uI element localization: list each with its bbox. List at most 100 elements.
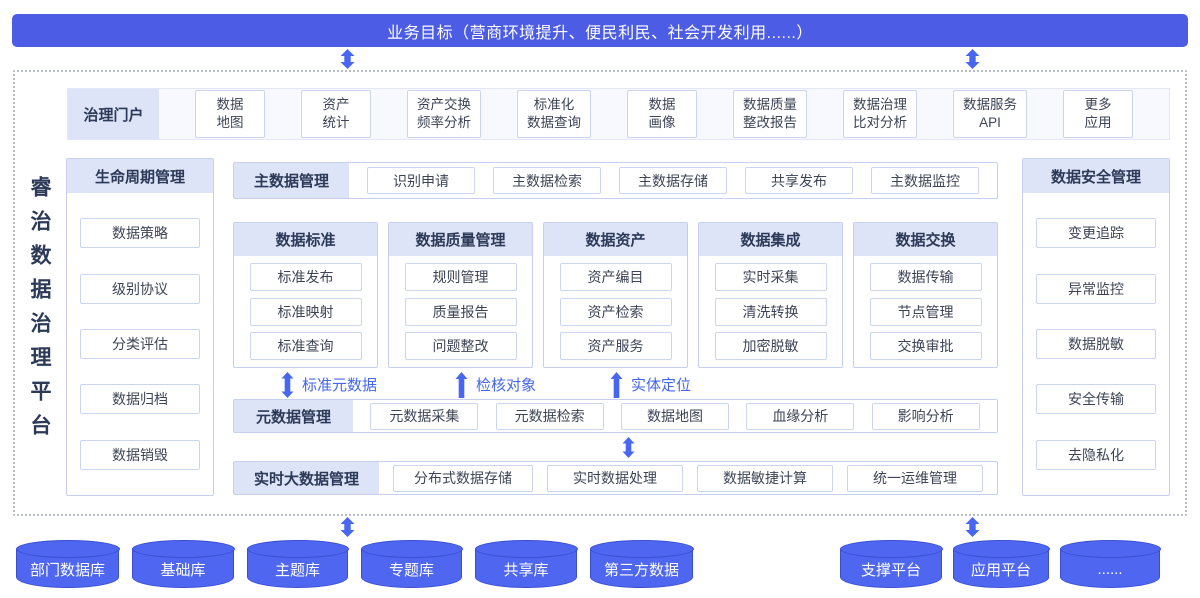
flow-standard-metadata: 标准元数据	[281, 371, 377, 398]
metadata-item: 元数据检索	[495, 402, 604, 430]
portal-row: 治理门户 数据 地图 资产 统计 资产交换 频率分析 标准化 数据查询 数据 画…	[67, 88, 1170, 140]
platform-group: 支撑平台 应用平台 ......	[839, 540, 1161, 588]
flow-label: 检核对象	[476, 377, 537, 394]
portal-item-exchange-freq: 资产交换 频率分析	[407, 90, 481, 138]
portal-item-compare-analysis: 数据治理 比对分析	[843, 90, 917, 138]
portal-item-service-api: 数据服务 API	[953, 90, 1027, 138]
data-quality-panel: 数据质量管理 规则管理 质量报告 问题整改	[388, 222, 533, 368]
portal-item-data-map: 数据 地图	[195, 90, 265, 138]
data-exchange-panel: 数据交换 数据传输 节点管理 交换审批	[853, 222, 998, 368]
datasource-cylinder: 基础库	[131, 540, 235, 588]
cylinder-label: 应用平台	[970, 561, 1031, 579]
data-integration-item: 清洗转换	[714, 297, 827, 326]
flow-entity-locate: 实体定位	[610, 371, 691, 398]
master-data-header: 主数据管理	[234, 163, 349, 198]
data-standard-item: 标准发布	[249, 262, 362, 291]
cylinder-label: 第三方数据	[603, 561, 679, 579]
portal-item-std-query: 标准化 数据查询	[517, 90, 591, 138]
master-data-item: 识别申请	[367, 167, 475, 194]
data-quality-item: 质量报告	[404, 297, 517, 326]
portal-item-data-profile: 数据 画像	[627, 90, 697, 138]
lifecycle-item: 级别协议	[80, 273, 200, 304]
data-asset-header: 数据资产	[544, 223, 687, 256]
cylinder-label: 主题库	[274, 561, 320, 579]
bigdata-item: 实时数据处理	[547, 464, 683, 492]
security-item: 安全传输	[1036, 384, 1156, 415]
double-arrow-icon	[965, 517, 980, 537]
flow-check-object: 检核对象	[455, 371, 536, 398]
up-arrow-icon	[455, 371, 468, 398]
lifecycle-item: 数据策略	[80, 218, 200, 249]
portal-items: 数据 地图 资产 统计 资产交换 频率分析 标准化 数据查询 数据 画像 数据质…	[159, 89, 1169, 139]
lifecycle-item: 分类评估	[80, 328, 200, 359]
data-quality-item: 问题整改	[404, 332, 517, 361]
bigdata-item: 统一运维管理	[847, 464, 983, 492]
metadata-item: 数据地图	[620, 402, 729, 430]
lifecycle-panel: 生命周期管理 数据策略 级别协议 分类评估 数据归档 数据销毁	[66, 158, 214, 496]
datasource-cylinder: 共享库	[474, 540, 578, 588]
double-arrow-icon	[340, 517, 355, 537]
platform-frame	[13, 70, 1187, 516]
portal-item-quality-report: 数据质量 整改报告	[733, 90, 807, 138]
data-standard-panel: 数据标准 标准发布 标准映射 标准查询	[233, 222, 378, 368]
lifecycle-item: 数据销毁	[80, 439, 200, 470]
cylinder-label: 共享库	[503, 561, 549, 579]
metadata-row: 元数据管理 元数据采集 元数据检索 数据地图 血缘分析 影响分析	[233, 399, 998, 433]
master-data-item: 主数据检索	[493, 167, 601, 194]
cylinder-label: 部门数据库	[29, 561, 105, 579]
data-exchange-item: 节点管理	[869, 297, 982, 326]
datasource-group: 部门数据库 基础库 主题库 专题库 共享库 第三方数据	[15, 540, 694, 588]
cylinder-label: 基础库	[160, 561, 206, 579]
platform-title: 睿治数据治理平台	[28, 176, 51, 448]
cylinder-label: ......	[1097, 560, 1123, 578]
data-exchange-item: 数据传输	[869, 262, 982, 291]
master-data-item: 主数据监控	[871, 167, 979, 194]
platform-cylinder: ......	[1059, 540, 1161, 588]
lifecycle-item: 数据归档	[80, 384, 200, 415]
security-item: 数据脱敏	[1036, 328, 1156, 359]
flow-label: 实体定位	[631, 377, 692, 394]
security-item: 去隐私化	[1036, 439, 1156, 470]
data-standard-header: 数据标准	[234, 223, 377, 256]
bigdata-row: 实时大数据管理 分布式数据存储 实时数据处理 数据敏捷计算 统一运维管理	[233, 461, 998, 495]
data-quality-item: 规则管理	[404, 262, 517, 291]
portal-item-more-apps: 更多 应用	[1063, 90, 1133, 138]
capability-columns: 数据标准 标准发布 标准映射 标准查询 数据质量管理 规则管理 质量报告 问题整…	[233, 222, 998, 368]
business-goal-banner: 业务目标（营商环境提升、便民利民、社会开发利用......）	[12, 14, 1188, 47]
flow-label: 标准元数据	[302, 377, 378, 394]
datasource-cylinder: 部门数据库	[15, 540, 120, 588]
security-item: 异常监控	[1036, 273, 1156, 304]
data-integration-item: 实时采集	[714, 262, 827, 291]
metadata-item: 血缘分析	[746, 402, 855, 430]
data-asset-item: 资产编目	[559, 262, 672, 291]
data-asset-item: 资产服务	[559, 332, 672, 361]
business-goal-text: 业务目标（营商环境提升、便民利民、社会开发利用......）	[387, 24, 813, 42]
metadata-header: 元数据管理	[234, 400, 353, 432]
bigdata-item: 数据敏捷计算	[697, 464, 833, 492]
cylinder-label: 专题库	[388, 561, 434, 579]
platform-cylinder: 应用平台	[952, 540, 1050, 588]
security-item: 变更追踪	[1036, 218, 1156, 249]
data-exchange-item: 交换审批	[869, 332, 982, 361]
data-integration-panel: 数据集成 实时采集 清洗转换 加密脱敏	[698, 222, 843, 368]
double-arrow-icon	[340, 49, 355, 69]
double-arrow-icon	[281, 371, 294, 398]
datasource-cylinder: 主题库	[246, 540, 349, 588]
metadata-item: 元数据采集	[370, 402, 479, 430]
data-standard-item: 标准映射	[249, 297, 362, 326]
data-exchange-header: 数据交换	[854, 223, 997, 256]
metadata-item: 影响分析	[871, 402, 980, 430]
data-integration-header: 数据集成	[699, 223, 842, 256]
datasource-cylinder: 专题库	[360, 540, 463, 588]
double-arrow-icon	[622, 437, 635, 458]
security-header: 数据安全管理	[1023, 159, 1169, 193]
lifecycle-header: 生命周期管理	[67, 159, 213, 193]
master-data-item: 主数据存储	[619, 167, 727, 194]
master-data-item: 共享发布	[745, 167, 853, 194]
security-panel: 数据安全管理 变更追踪 异常监控 数据脱敏 安全传输 去隐私化	[1022, 158, 1170, 496]
master-data-row: 主数据管理 识别申请 主数据检索 主数据存储 共享发布 主数据监控	[233, 162, 998, 199]
cylinder-label: 支撑平台	[860, 561, 921, 579]
portal-item-asset-stats: 资产 统计	[301, 90, 371, 138]
data-asset-item: 资产检索	[559, 297, 672, 326]
